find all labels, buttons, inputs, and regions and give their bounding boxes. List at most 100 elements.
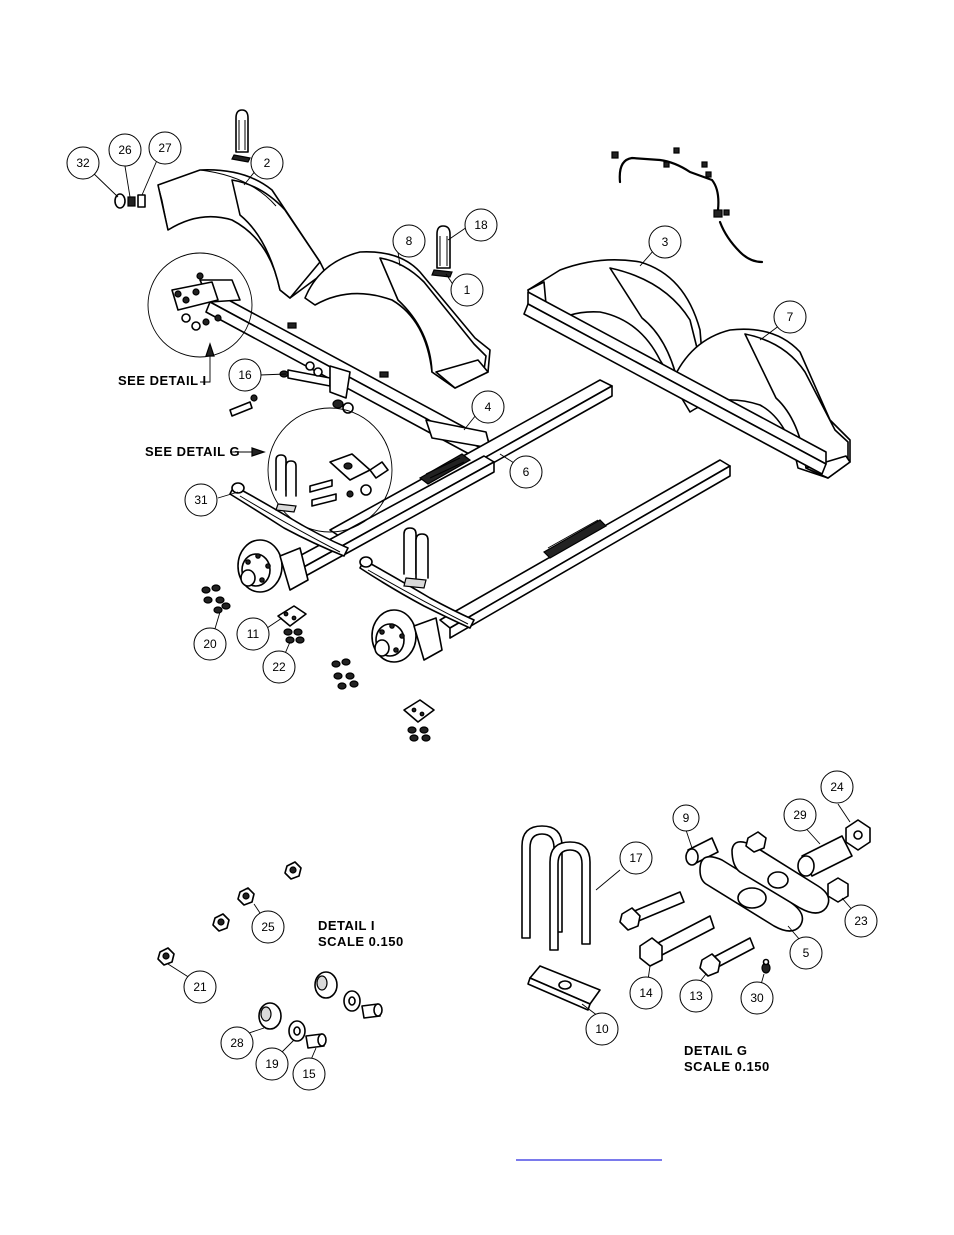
detail-g-bolt-13 [699, 937, 755, 977]
detail-g-nut-23 [827, 877, 849, 903]
tie-plate-rear [403, 699, 435, 742]
svg-text:9: 9 [683, 811, 690, 825]
detail-g-title: DETAIL G [684, 1043, 747, 1058]
svg-text:17: 17 [629, 851, 643, 865]
balloon-5: 5 [789, 936, 823, 970]
balloon-3: 3 [648, 225, 682, 259]
front-axle [291, 453, 495, 579]
balloon-31: 31 [184, 483, 218, 517]
balloon-28: 28 [220, 1026, 254, 1060]
detail-g-shackle-5 [699, 841, 830, 932]
svg-text:22: 22 [272, 660, 286, 674]
svg-text:2: 2 [264, 156, 271, 170]
svg-text:1: 1 [464, 283, 471, 297]
balloon-6: 6 [509, 455, 543, 489]
svg-text:14: 14 [639, 986, 653, 1000]
balloon-25: 25 [251, 910, 285, 944]
svg-text:23: 23 [854, 914, 868, 928]
balloon-22: 22 [262, 650, 296, 684]
detail-g-grease-fitting-30 [761, 958, 771, 974]
balloon-23: 23 [844, 904, 878, 938]
svg-text:10: 10 [595, 1022, 609, 1036]
detail-i-nut-top [284, 861, 302, 880]
balloon-7: 7 [773, 300, 807, 334]
detail-g-u-bolt-17 [521, 825, 591, 951]
svg-text:18: 18 [474, 218, 488, 232]
balloon-21: 21 [183, 970, 217, 1004]
balloon-1: 1 [450, 273, 484, 307]
balloon-27: 27 [148, 131, 182, 165]
see-detail-i-label: SEE DETAIL I [118, 373, 207, 388]
svg-text:31: 31 [194, 493, 208, 507]
svg-text:28: 28 [230, 1036, 244, 1050]
detail-i-washer-19 [288, 1020, 306, 1042]
rear-axle [439, 459, 731, 639]
lug-nuts-20 [201, 584, 231, 614]
balloon-15: 15 [292, 1057, 326, 1091]
balloon-13: 13 [679, 979, 713, 1013]
detail-i-scale: SCALE 0.150 [318, 934, 404, 949]
balloon-10: 10 [585, 1012, 619, 1046]
balloon-24: 24 [820, 770, 854, 804]
u-bolt-top [231, 109, 251, 163]
svg-text:13: 13 [689, 989, 703, 1003]
svg-text:11: 11 [247, 627, 260, 641]
detail-g-bolt-14 [639, 915, 715, 967]
balloon-16: 16 [228, 358, 262, 392]
balloon-29: 29 [783, 798, 817, 832]
u-bolts-rear [403, 527, 429, 589]
svg-text:25: 25 [261, 920, 275, 934]
balloon-17: 17 [619, 841, 653, 875]
balloon-2: 2 [250, 146, 284, 180]
svg-text:30: 30 [750, 991, 764, 1005]
hanger-bolt-16 [229, 361, 354, 417]
see-detail-g-label: SEE DETAIL G [145, 444, 240, 459]
detail-g-tie-plate-10 [527, 965, 601, 1011]
balloon-20: 20 [193, 627, 227, 661]
svg-text:7: 7 [787, 310, 794, 324]
balloon-14: 14 [629, 976, 663, 1010]
detail-i-nut-21 [157, 947, 175, 966]
see-detail-i-callout: SEE DETAIL I [118, 342, 215, 388]
svg-text:16: 16 [238, 368, 252, 382]
svg-text:8: 8 [406, 234, 413, 248]
balloon-11: 11 [236, 617, 270, 651]
detail-g-bushing-9 [685, 837, 719, 866]
u-bolt-18 [431, 225, 453, 278]
detail-g-scale: SCALE 0.150 [684, 1059, 770, 1074]
detail-g-nut-24 [845, 819, 871, 851]
see-detail-g-callout: SEE DETAIL G [145, 444, 266, 459]
right-frame-rail [523, 291, 827, 475]
leaf-spring-31 [229, 482, 349, 557]
detail-i-bolt-upper [361, 1003, 383, 1019]
svg-text:3: 3 [662, 235, 669, 249]
balloon-19: 19 [255, 1047, 289, 1081]
detail-g-bolt-short [619, 891, 685, 931]
detail-g-callout-region [267, 407, 393, 533]
leaf-spring-rear [359, 556, 475, 629]
balloon-8: 8 [392, 224, 426, 258]
tie-plate-11 [277, 605, 307, 644]
svg-text:19: 19 [265, 1057, 279, 1071]
svg-text:5: 5 [803, 946, 810, 960]
detail-i-bushing-28 [258, 1002, 282, 1030]
brake-harness [611, 147, 764, 264]
balloon-26: 26 [108, 133, 142, 167]
svg-text:20: 20 [203, 637, 217, 651]
detail-i-callout-region [147, 252, 253, 358]
svg-text:6: 6 [523, 465, 530, 479]
detail-i-washer-upper [343, 990, 361, 1012]
lug-nuts-rear [331, 658, 359, 690]
detail-i-nut-25 [237, 887, 255, 906]
fender-hardware-32-26-27 [114, 193, 146, 209]
svg-text:27: 27 [158, 141, 172, 155]
rear-hub [371, 609, 443, 663]
front-hub [237, 539, 309, 593]
detail-i-title: DETAIL I [318, 918, 375, 933]
svg-text:24: 24 [830, 780, 844, 794]
fender-8 [304, 251, 491, 389]
detail-i-view: 25 21 28 19 15 DETAIL I SCALE 0.150 [157, 861, 404, 1091]
detail-g-nut-upper [745, 831, 767, 853]
balloon-32: 32 [66, 146, 100, 180]
